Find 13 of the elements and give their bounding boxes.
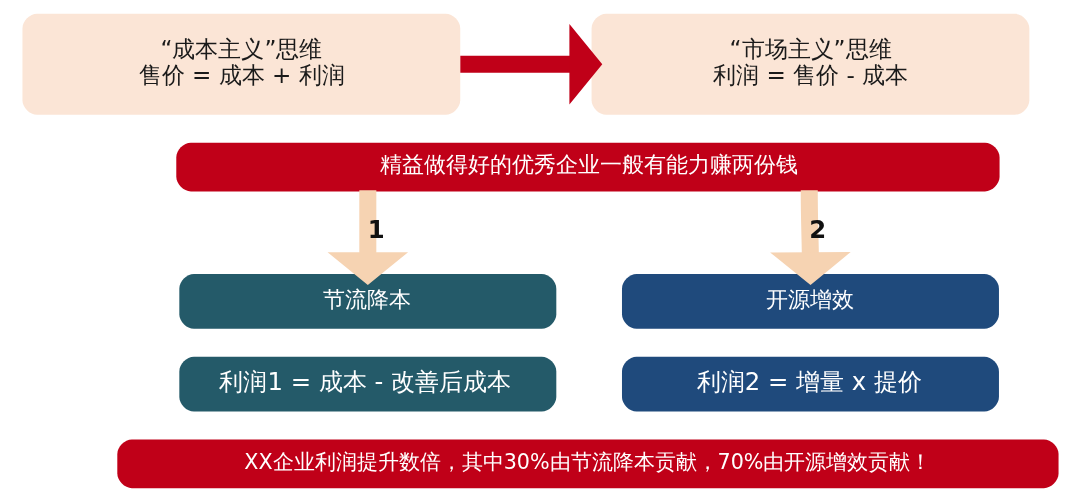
node-box: 利润1 = 成本 - 改善后成本 <box>178 356 556 411</box>
edge-label: 1 <box>367 214 385 244</box>
node-box: 节流降本 <box>178 273 556 329</box>
arrow <box>327 189 408 285</box>
node-box: “成本主义”思维 售价 = 成本 + 利润 <box>21 13 460 115</box>
node-box: 利润2 = 增量 x 提价 <box>621 356 999 411</box>
arrow <box>459 23 602 105</box>
arrow <box>769 189 851 285</box>
node-box: 精益做得好的优秀企业一般有能力赚两份钱 <box>175 142 1000 191</box>
node-box: 开源增效 <box>621 273 999 329</box>
node-box: XX企业利润提升数倍，其中30%由节流降本贡献，70%由开源增效贡献！ <box>116 439 1059 488</box>
edge-label: 2 <box>808 214 826 244</box>
node-box: “市场主义”思维 利润 = 售价 - 成本 <box>591 13 1029 115</box>
